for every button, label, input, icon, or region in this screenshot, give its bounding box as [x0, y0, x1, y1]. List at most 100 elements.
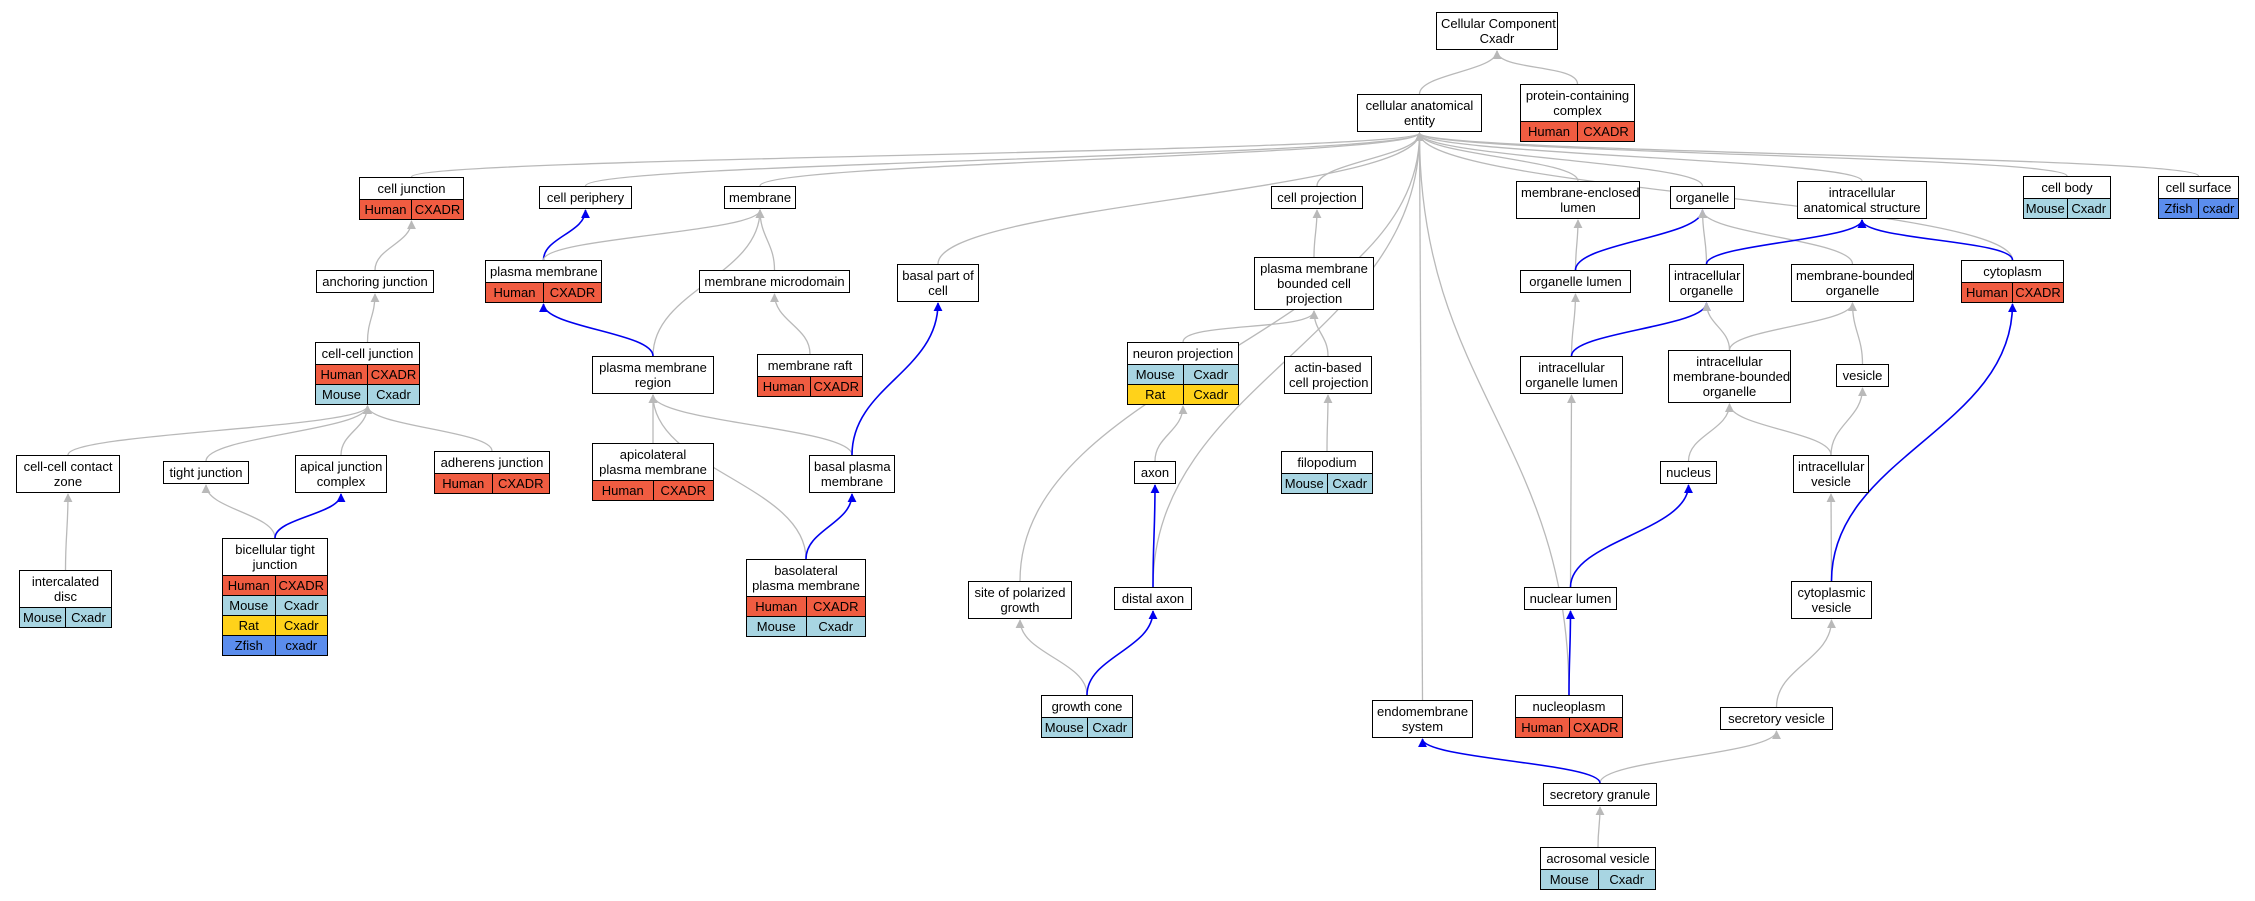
- term-node-daxon[interactable]: distal axon: [1114, 587, 1192, 610]
- term-node-tj[interactable]: tight junction: [163, 461, 249, 484]
- term-label-line: lumen: [1560, 200, 1596, 215]
- term-label: organelle lumen: [1521, 271, 1630, 292]
- term-node-sv[interactable]: secretory vesicle: [1720, 707, 1833, 730]
- edge-axon-to-np: [1154, 405, 1188, 462]
- term-label-line: bounded cell: [1277, 276, 1351, 291]
- term-label-line: cell projection: [1277, 190, 1357, 205]
- term-node-aj[interactable]: anchoring junction: [316, 270, 434, 293]
- edge-np-to-pmbcp: [1182, 310, 1319, 343]
- gene-symbol: CXADR: [805, 597, 865, 616]
- edge-ems-to-cae: [1415, 132, 1425, 701]
- edge-iol-to-io: [1570, 302, 1711, 357]
- edge-imbo-to-io: [1702, 302, 1731, 351]
- term-label-line: intracellular: [1828, 185, 1896, 200]
- edge-nuc-to-imbo: [1687, 403, 1734, 462]
- term-label: secretory vesicle: [1721, 708, 1832, 729]
- term-label-line: membrane microdomain: [704, 274, 845, 289]
- term-node-org[interactable]: organelle: [1670, 186, 1735, 209]
- term-node-nuc[interactable]: nucleus: [1660, 461, 1717, 484]
- edge-btj-to-ajc: [274, 493, 346, 539]
- species-name: Human: [435, 474, 492, 493]
- term-label-line: cytoplasm: [1983, 264, 2042, 279]
- term-node-ol[interactable]: organelle lumen: [1520, 270, 1631, 293]
- term-node-cper[interactable]: cell periphery: [539, 186, 632, 209]
- gene-symbol: Cxadr: [1326, 474, 1372, 493]
- species-name: Zfish: [223, 636, 275, 655]
- term-node-cproj[interactable]: cell projection: [1271, 186, 1363, 209]
- term-label-line: membrane-enclosed: [1521, 185, 1640, 200]
- term-node-mem[interactable]: membrane: [724, 186, 796, 209]
- term-node-ves[interactable]: vesicle: [1836, 364, 1889, 387]
- edge-pm-to-cper: [542, 209, 590, 261]
- term-label-line: complex: [316, 474, 366, 489]
- edge-bpm-to-bpc: [851, 302, 943, 456]
- term-label-line: vesicle: [1811, 600, 1852, 615]
- edge-cper-to-cae: [584, 132, 1424, 187]
- term-label-line: cell-cell contact: [23, 459, 113, 474]
- term-label-line: organelle: [1675, 190, 1730, 205]
- term-label-line: growth: [1000, 600, 1040, 615]
- edge-iol-to-ol: [1570, 293, 1580, 357]
- term-node-mmd[interactable]: membrane microdomain: [699, 270, 850, 293]
- term-node-axon[interactable]: axon: [1134, 461, 1176, 484]
- term-label-line: plasma membrane: [599, 462, 707, 477]
- gene-symbol: CXADR: [367, 365, 419, 384]
- edge-cv-to-cyto: [1830, 303, 2017, 582]
- edge-aj-to-cj: [374, 220, 416, 271]
- term-label-line: organelle: [1702, 384, 1757, 399]
- term-node-sg[interactable]: secretory granule: [1543, 783, 1657, 806]
- gene-symbol: CXADR: [1577, 122, 1634, 141]
- term-node-nl[interactable]: nuclear lumen: [1524, 587, 1617, 610]
- species-name: Mouse: [1042, 718, 1087, 737]
- edge-abcp-to-pmbcp: [1309, 310, 1329, 357]
